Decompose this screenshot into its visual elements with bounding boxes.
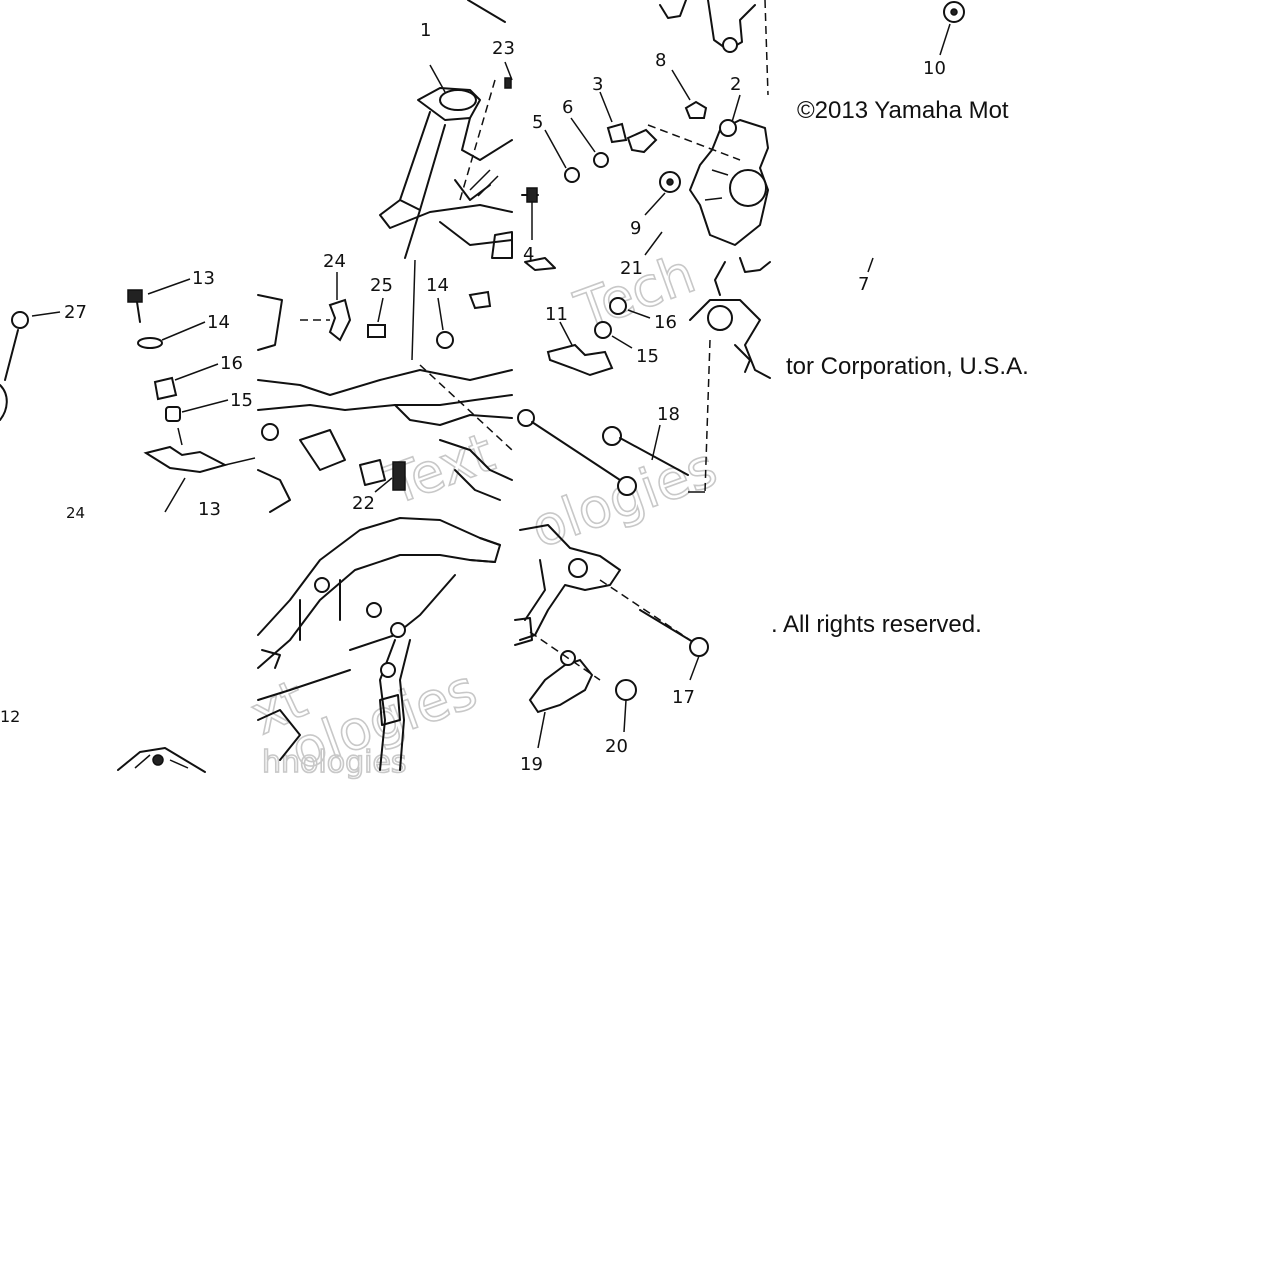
callout-2: 2 <box>730 74 741 95</box>
callout-9: 9 <box>630 218 641 239</box>
lower-cradle <box>257 517 501 771</box>
callout-23: 23 <box>492 38 515 59</box>
callout-7: 7 <box>858 274 869 295</box>
callout-21: 21 <box>620 258 643 279</box>
callout-13: 13 <box>198 499 221 520</box>
hardware-parts <box>544 1 965 256</box>
pivot-assembly <box>517 257 874 496</box>
watermark-text: hnologies <box>262 745 407 780</box>
left-parts <box>0 278 256 773</box>
watermark-text: ologies <box>523 435 725 560</box>
callout-15: 15 <box>230 390 253 411</box>
callout-16: 16 <box>220 353 243 374</box>
watermark-text: Tech <box>567 242 703 343</box>
copyright: ©2013 Yamaha Mot tor Corporation, U.S.A.… <box>771 97 1029 638</box>
callout-22: 22 <box>352 493 375 514</box>
callout-6: 6 <box>562 97 573 118</box>
rear-bracket <box>521 0 769 271</box>
callout-20: 20 <box>605 736 628 757</box>
callout-14: 14 <box>207 312 230 333</box>
callout-5: 5 <box>532 112 543 133</box>
callout-18: 18 <box>657 404 680 425</box>
callout-16: 16 <box>654 312 677 333</box>
frame-head-pipe <box>379 0 513 259</box>
callout-3: 3 <box>592 74 603 95</box>
copyright-line-2: tor Corporation, U.S.A. <box>786 353 1029 380</box>
callout-19: 19 <box>520 754 543 775</box>
engine-bracket <box>514 524 709 749</box>
copyright-line-1: ©2013 Yamaha Mot <box>797 97 1009 124</box>
callout-15: 15 <box>636 346 659 367</box>
callout-24: 24 <box>66 504 85 522</box>
main-frame <box>257 259 513 513</box>
callout-24: 24 <box>323 251 346 272</box>
callout-10: 10 <box>923 58 946 79</box>
callout-numbers: 1 2 3 4 5 6 7 8 9 10 11 12 13 13 14 14 1… <box>0 20 946 775</box>
callout-25: 25 <box>370 275 393 296</box>
callout-8: 8 <box>655 50 666 71</box>
callout-12: 12 <box>0 707 20 726</box>
callout-27: 27 <box>64 302 87 323</box>
callout-1: 1 <box>420 20 431 41</box>
callout-4: 4 <box>523 244 534 265</box>
callout-14: 14 <box>426 275 449 296</box>
callout-17: 17 <box>672 687 695 708</box>
callout-11: 11 <box>545 304 568 325</box>
watermark: Tech ologies Text xt ologies hnologies <box>240 241 725 783</box>
callout-13: 13 <box>192 268 215 289</box>
copyright-line-3: . All rights reserved. <box>771 611 982 638</box>
